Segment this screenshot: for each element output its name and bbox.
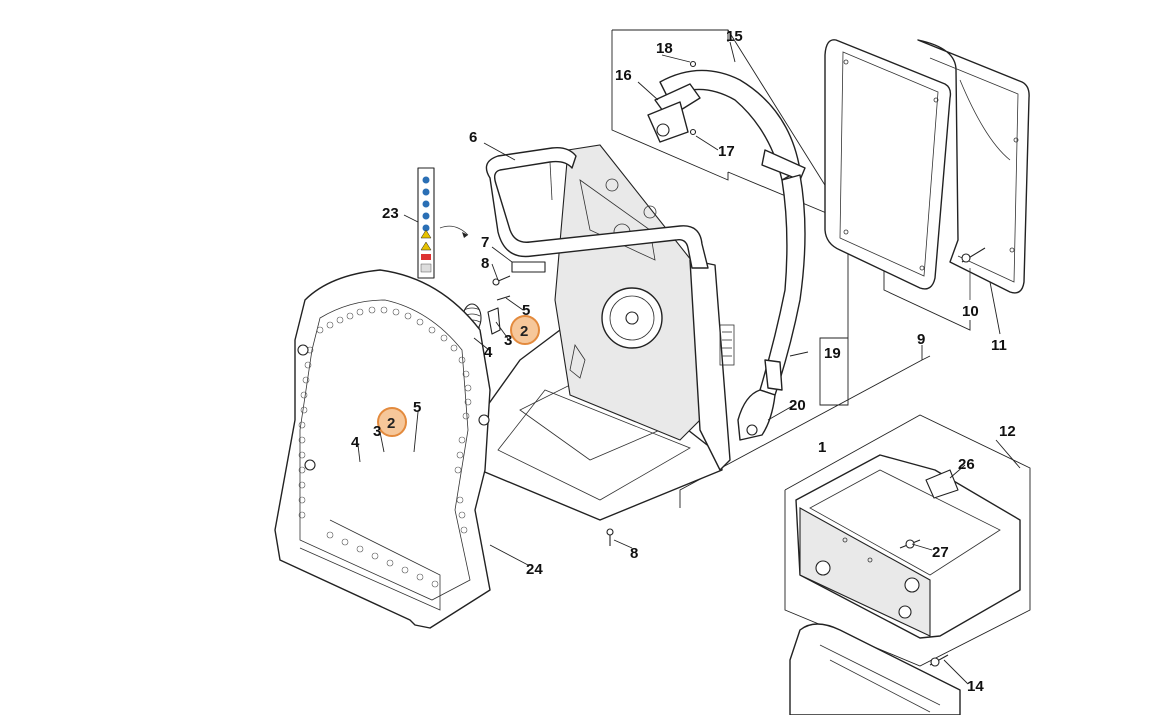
callout-2-upper: 2 xyxy=(520,323,528,340)
carrier-frame xyxy=(469,144,735,521)
callout-12: 12 xyxy=(999,423,1016,440)
group-12-frame xyxy=(784,414,1031,667)
callout-5-upper: 5 xyxy=(522,302,530,319)
callout-8-upper: 8 xyxy=(481,255,489,272)
callout-17: 17 xyxy=(718,143,735,160)
callout-16: 16 xyxy=(615,67,632,84)
callout-4-lower: 4 xyxy=(351,434,360,451)
callout-18: 18 xyxy=(656,40,673,57)
callout-3-lower: 3 xyxy=(373,423,381,440)
callout-15: 15 xyxy=(726,28,743,45)
callout-9: 9 xyxy=(917,331,925,348)
pad-screw-10 xyxy=(961,247,986,300)
callout-4-upper: 4 xyxy=(484,344,493,361)
callout-19: 19 xyxy=(824,345,841,362)
screw-8-upper xyxy=(492,275,511,286)
callout-14: 14 xyxy=(967,678,984,695)
callout-7: 7 xyxy=(481,234,489,251)
shoulder-strap xyxy=(647,60,806,441)
callout-27: 27 xyxy=(932,544,949,561)
callout-10: 10 xyxy=(962,303,979,320)
highlight-part-2-lower[interactable] xyxy=(377,407,407,437)
callout-26: 26 xyxy=(958,456,975,473)
hip-pad xyxy=(789,623,961,715)
fuel-tank xyxy=(795,454,1021,639)
leader-lines xyxy=(357,41,1021,685)
back-pad-front xyxy=(824,39,952,290)
callout-23: 23 xyxy=(382,205,399,222)
screw-8-lower xyxy=(606,528,614,546)
back-pad-rear xyxy=(917,39,1030,294)
protective-grille xyxy=(274,269,491,629)
callout-3-upper: 3 xyxy=(504,332,512,349)
decal-strip xyxy=(417,167,469,279)
callout-6: 6 xyxy=(469,129,477,146)
callout-1: 1 xyxy=(818,439,826,456)
callout-11: 11 xyxy=(991,337,1007,354)
callout-8-lower: 8 xyxy=(630,545,638,562)
highlight-part-2-upper[interactable] xyxy=(510,315,540,345)
callout-2-lower: 2 xyxy=(387,415,395,432)
callout-24: 24 xyxy=(526,561,543,578)
callout-5-lower: 5 xyxy=(413,399,421,416)
callout-20: 20 xyxy=(789,397,806,414)
